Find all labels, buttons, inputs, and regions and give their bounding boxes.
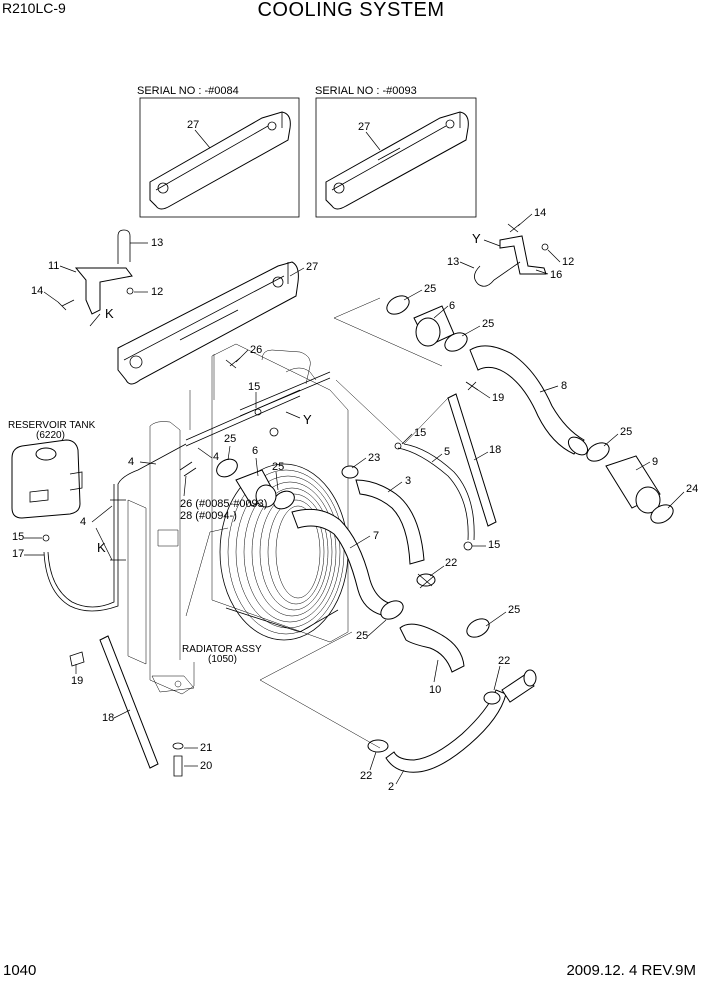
part-27-bracket-shape <box>149 111 291 210</box>
inset-frame <box>139 97 300 218</box>
callout-16: 16 <box>550 269 562 281</box>
callout-26: 26 <box>250 344 262 356</box>
part-11-bracket-with-u-bolt <box>57 229 134 315</box>
part-27-bracket-shape <box>325 111 469 210</box>
part-27-main-bracket <box>117 261 299 385</box>
callout-15: 15 <box>488 539 500 551</box>
part-label: 27 <box>187 119 199 131</box>
callout-11: 11 <box>48 260 59 272</box>
callout-6: 6 <box>252 445 258 457</box>
inset-serial-0084: SERIAL NO : -#0084 27 <box>137 85 300 218</box>
callout-4: 4 <box>80 516 86 528</box>
projection-lines <box>185 297 449 749</box>
callout-10: 10 <box>429 684 441 696</box>
part-label: 27 <box>358 121 370 133</box>
note-26: 26 (#0085-#0093) <box>180 498 267 510</box>
view-marker-k: K <box>105 306 114 321</box>
callout-25: 25 <box>224 433 236 445</box>
part-16-bracket-with-u-bolt <box>474 223 549 287</box>
callout-22: 22 <box>360 770 372 782</box>
inset-frame <box>315 97 477 218</box>
callout-25: 25 <box>620 426 632 438</box>
callout-13: 13 <box>151 237 163 249</box>
hose-5-and-rod-18 <box>394 381 497 551</box>
radiator-assy-label: RADIATOR ASSY <box>182 644 262 655</box>
reservoir-tank-label: RESERVOIR TANK <box>8 420 96 431</box>
page-title: COOLING SYSTEM <box>257 0 445 21</box>
callout-15: 15 <box>12 531 24 543</box>
callout-19: 19 <box>71 675 83 687</box>
callout-25: 25 <box>482 318 494 330</box>
callout-4: 4 <box>128 456 134 468</box>
callout-23: 23 <box>368 452 380 464</box>
callout-4: 4 <box>213 451 219 463</box>
note-28: 28 (#0094-) <box>180 510 237 522</box>
callout-24: 24 <box>686 483 698 495</box>
page-number: 1040 <box>3 962 37 979</box>
callout-20: 20 <box>200 760 212 772</box>
callout-25: 25 <box>508 604 520 616</box>
callout-22: 22 <box>445 557 457 569</box>
callout-3: 3 <box>405 475 411 487</box>
callout-25: 25 <box>424 283 436 295</box>
callout-14: 14 <box>31 285 43 297</box>
upper-hose-8-assembly <box>386 295 674 524</box>
reservoir-tank <box>11 439 83 542</box>
callout-7: 7 <box>373 530 379 542</box>
inset-serial-0093: SERIAL NO : -#0093 27 <box>315 85 477 218</box>
callout-27: 27 <box>306 261 318 273</box>
callout-15: 15 <box>248 381 260 393</box>
upper-left-hose-parts <box>179 357 277 508</box>
pipe-7-and-hose-3 <box>273 465 436 617</box>
view-marker-y: Y <box>472 231 481 246</box>
callout-5: 5 <box>444 446 450 458</box>
callout-15: 15 <box>414 427 426 439</box>
callout-9: 9 <box>652 456 658 468</box>
model-code: R210LC-9 <box>2 0 66 16</box>
hose-17 <box>43 443 187 612</box>
callout-19: 19 <box>492 392 504 404</box>
revision-date: 2009.12. 4 REV.9M <box>566 962 696 979</box>
view-marker-y: Y <box>303 412 312 427</box>
callout-21: 21 <box>200 742 212 754</box>
reservoir-tank-number: (6220) <box>36 430 65 441</box>
callout-25: 25 <box>356 630 368 642</box>
callout-17: 17 <box>12 548 24 560</box>
upper-tie-rods <box>185 371 331 447</box>
callout-18: 18 <box>102 712 114 724</box>
callout-25: 25 <box>272 461 284 473</box>
lower-hose-10-and-pipe-2 <box>367 600 537 773</box>
callout-2: 2 <box>388 781 394 793</box>
callout-8: 8 <box>561 380 567 392</box>
callout-12: 12 <box>151 286 163 298</box>
radiator-assembly <box>127 343 349 695</box>
callout-12: 12 <box>562 256 574 268</box>
radiator-assy-number: (1050) <box>208 654 237 665</box>
callout-6: 6 <box>449 300 455 312</box>
fan-shroud-rings <box>219 463 349 641</box>
callout-13: 13 <box>447 256 459 268</box>
callout-18: 18 <box>489 444 501 456</box>
view-marker-k: K <box>97 540 106 555</box>
inset-serial-label: SERIAL NO : -#0093 <box>315 85 417 97</box>
callout-14: 14 <box>534 207 546 219</box>
callout-22: 22 <box>498 655 510 667</box>
inset-serial-label: SERIAL NO : -#0084 <box>137 85 239 97</box>
lower-left-rod-and-bolts <box>69 635 184 777</box>
